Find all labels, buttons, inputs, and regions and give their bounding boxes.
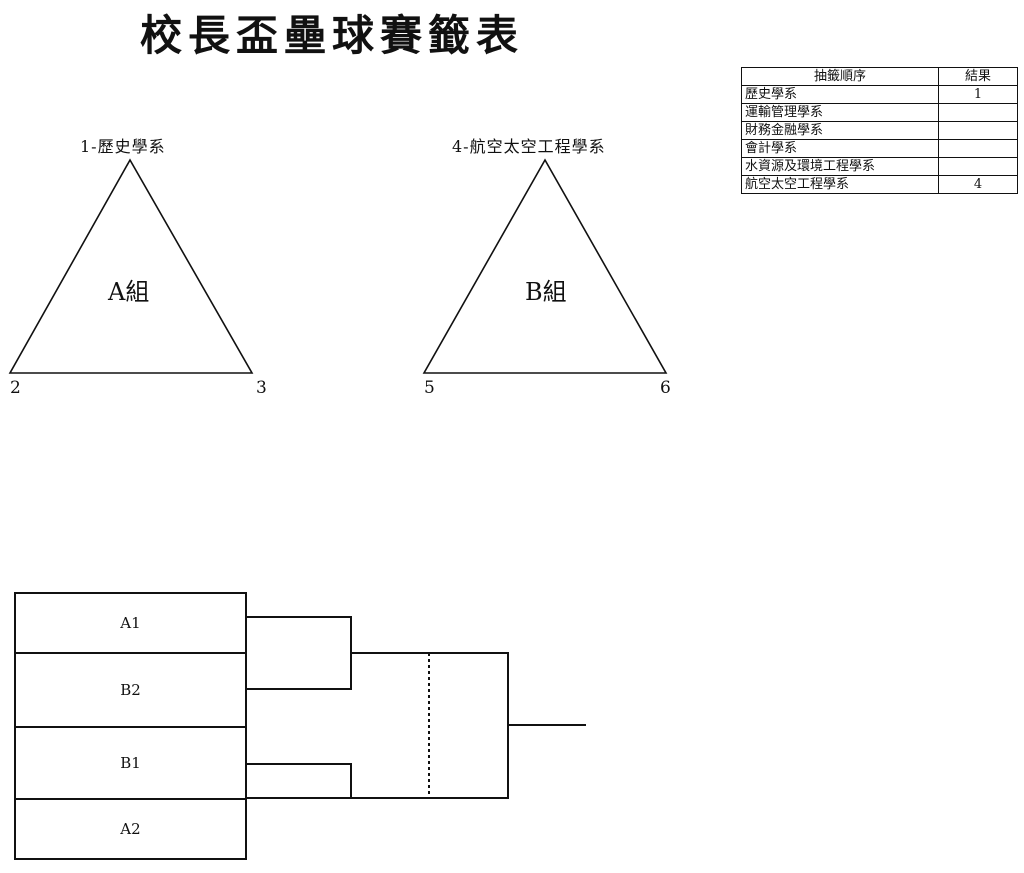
table-row: 運輸管理學系 <box>741 103 1018 122</box>
table-row: 水資源及環境工程學系 <box>741 157 1018 176</box>
team-cell: 航空太空工程學系 <box>741 175 939 194</box>
pool-a-left-label: 2 <box>10 378 21 398</box>
team-cell: 水資源及環境工程學系 <box>741 157 939 176</box>
pool-a-top-label: 1-歷史學系 <box>80 137 166 156</box>
pool-b-top-label: 4-航空太空工程學系 <box>452 137 606 156</box>
pool-a: 1-歷史學系 2 3 A組 <box>0 0 267 398</box>
table-header-row: 抽籤順序 結果 <box>741 67 1018 86</box>
pool-b-left-label: 5 <box>424 378 435 398</box>
pool-a-name: A組 <box>108 278 150 306</box>
pool-b-right-label: 6 <box>660 378 671 398</box>
pool-a-triangle <box>8 158 254 374</box>
page-title: 校長盃壘球賽籤表 <box>140 11 525 60</box>
pool-b-name: B組 <box>525 278 567 306</box>
pool-b: 4-航空太空工程學系 5 6 B組 <box>0 0 671 398</box>
pool-b-triangle <box>422 158 668 374</box>
bracket-slot-b2: B2 <box>14 652 247 728</box>
table-row: 航空太空工程學系 4 <box>741 175 1018 194</box>
result-cell: 4 <box>938 175 1018 194</box>
pool-a-right-label: 3 <box>256 378 267 398</box>
bracket-slot-b1: B1 <box>14 726 247 800</box>
draw-order-table: 抽籤順序 結果 歷史學系 1 運輸管理學系 財務金融學系 會計學系 水資源及環境… <box>741 67 1018 194</box>
bracket-slot-a2: A2 <box>14 798 247 860</box>
bracket-slot-a1: A1 <box>14 592 247 654</box>
